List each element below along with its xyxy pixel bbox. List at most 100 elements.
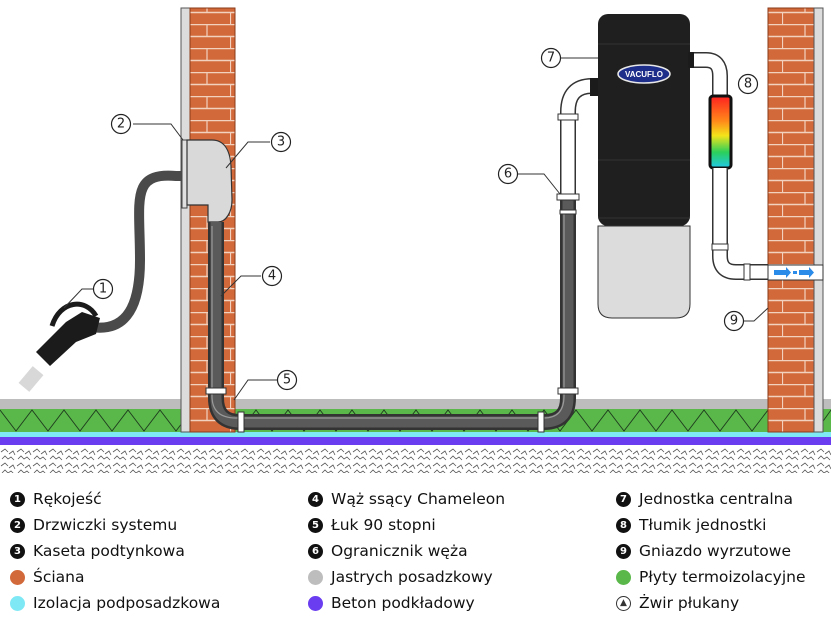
callout-6: 6 [497,163,519,185]
svg-text:7: 7 [547,51,555,66]
right-wall-plaster [813,7,824,433]
brand-badge [617,64,671,84]
unit-muffler [708,94,733,170]
exhaust-joint [688,52,694,68]
svg-text:8: 8 [744,77,752,92]
color-dot-icon [10,595,25,611]
exhaust-outlet-pipe [712,168,768,280]
elbow-joint [557,387,579,395]
suction-pipe-highlight [211,212,565,419]
screed-layer [0,399,831,409]
legend-item: 2 Drzwiczki systemu [10,512,220,538]
legend-item: Beton podkładowy [308,590,505,616]
legend-item: 4 Wąż ssący Chameleon [308,486,505,512]
legend-column-1: 1 Rękojeść 2 Drzwiczki systemu 3 Kaseta pod… [10,486,220,616]
legend-item: 1 Rękojeść [10,486,220,512]
legend-item: Ściana [10,564,220,590]
legend-item: 5 Łuk 90 stopni [308,512,505,538]
legend-label: Łuk 90 stopni [331,516,436,534]
svg-text:3: 3 [277,135,285,150]
number-marker-icon: 5 [308,517,323,533]
elbow-joint [237,411,245,433]
svg-text:2: 2 [117,117,125,132]
right-wall-bricks [767,7,815,433]
legend-item: ▲ Żwir płukany [616,590,806,616]
color-dot-icon [616,569,631,585]
legend-item: 7 Jednostka centralna [616,486,806,512]
legend-item: 8 Tłumik jednostki [616,512,806,538]
callout-9: 9 [723,310,745,332]
legend-label: Beton podkładowy [331,594,475,612]
callout-2: 2 [110,113,132,135]
color-dot-icon [10,569,25,585]
legend-item: Płyty termoizolacyjne [616,564,806,590]
number-marker-icon: 2 [10,517,25,533]
legend-label: Ogranicznik węża [331,542,468,560]
handle [18,301,100,392]
legend-label: Rękojeść [33,490,102,508]
color-dot-icon [308,569,323,585]
number-marker-icon: 3 [10,543,25,559]
brand-label: VACUFLO [625,70,663,79]
svg-text:9: 9 [730,314,738,329]
gravel-layer [0,447,831,473]
number-marker-icon: 6 [308,543,323,559]
riser-joint [557,113,579,121]
legend-label: Żwir płukany [639,594,740,612]
legend-label: Izolacja podposadzkowa [33,594,221,612]
legend-label: Ściana [33,568,85,586]
callout-4: 4 [261,265,283,287]
airflow-arrows-icon [774,267,814,278]
legend-label: Jastrych posadzkowy [331,568,493,586]
elbow-joint [205,387,227,395]
callout-3: 3 [270,131,292,153]
central-unit: VACUFLO [597,14,691,319]
outlet-joint [743,263,751,281]
number-marker-icon: 4 [308,491,323,507]
number-marker-icon: 7 [616,491,631,507]
legend-label: Wąż ssący Chameleon [331,490,506,508]
thermal-boards-zigzag [0,409,831,432]
stopper-band [559,209,577,215]
suction-pipe [208,198,576,430]
legend-label: Gniazdo wyrzutowe [639,542,791,560]
outlet-joint [711,243,729,251]
legend-label: Płyty termoizolacyjne [639,568,806,586]
gravel-icon: ▲ [616,595,631,611]
hose-stopper [556,193,580,201]
number-marker-icon: 9 [616,543,631,559]
legend: 1 Rękojeść 2 Drzwiczki systemu 3 Kaseta pod… [0,486,831,616]
concrete-layer [0,437,831,445]
system-door [181,139,188,209]
legend-item: 9 Gniazdo wyrzutowe [616,538,806,564]
legend-label: Tłumik jednostki [639,516,767,534]
legend-item: Izolacja podposadzkowa [10,590,220,616]
leader-lines [63,57,769,401]
number-marker-icon: 8 [616,517,631,533]
legend-label: Kaseta podtynkowa [33,542,185,560]
legend-item: 3 Kaseta podtynkowa [10,538,220,564]
svg-text:4: 4 [268,269,276,284]
legend-column-2: 4 Wąż ssący Chameleon 5 Łuk 90 stopni 6 Ogr… [308,486,505,616]
legend-label: Drzwiczki systemu [33,516,178,534]
color-dot-icon [308,595,323,611]
callout-8: 8 [737,73,759,95]
svg-text:1: 1 [99,282,107,297]
svg-text:6: 6 [504,167,512,182]
callout-1: 1 [92,278,114,300]
svg-text:5: 5 [283,373,291,388]
suction-hose [81,170,189,333]
left-wall-plaster [180,7,191,433]
riser-pipe-inner [561,79,598,198]
exhaust-pipe-inner [690,53,727,100]
legend-column-3: 7 Jednostka centralna 8 Tłumik jednostki 9… [616,486,806,616]
legend-label: Jednostka centralna [639,490,793,508]
insulation-layer [0,432,831,437]
callout-5: 5 [276,369,298,391]
central-vacuum-diagram: VACUFLO 1 2 3 4 5 6 [0,7,831,473]
legend-item: 6 Ogranicznik węża [308,538,505,564]
exhaust-outlet-pipe-inner [713,168,768,279]
number-marker-icon: 1 [10,491,25,507]
legend-item: Jastrych posadzkowy [308,564,505,590]
in-wall-box [186,139,233,223]
